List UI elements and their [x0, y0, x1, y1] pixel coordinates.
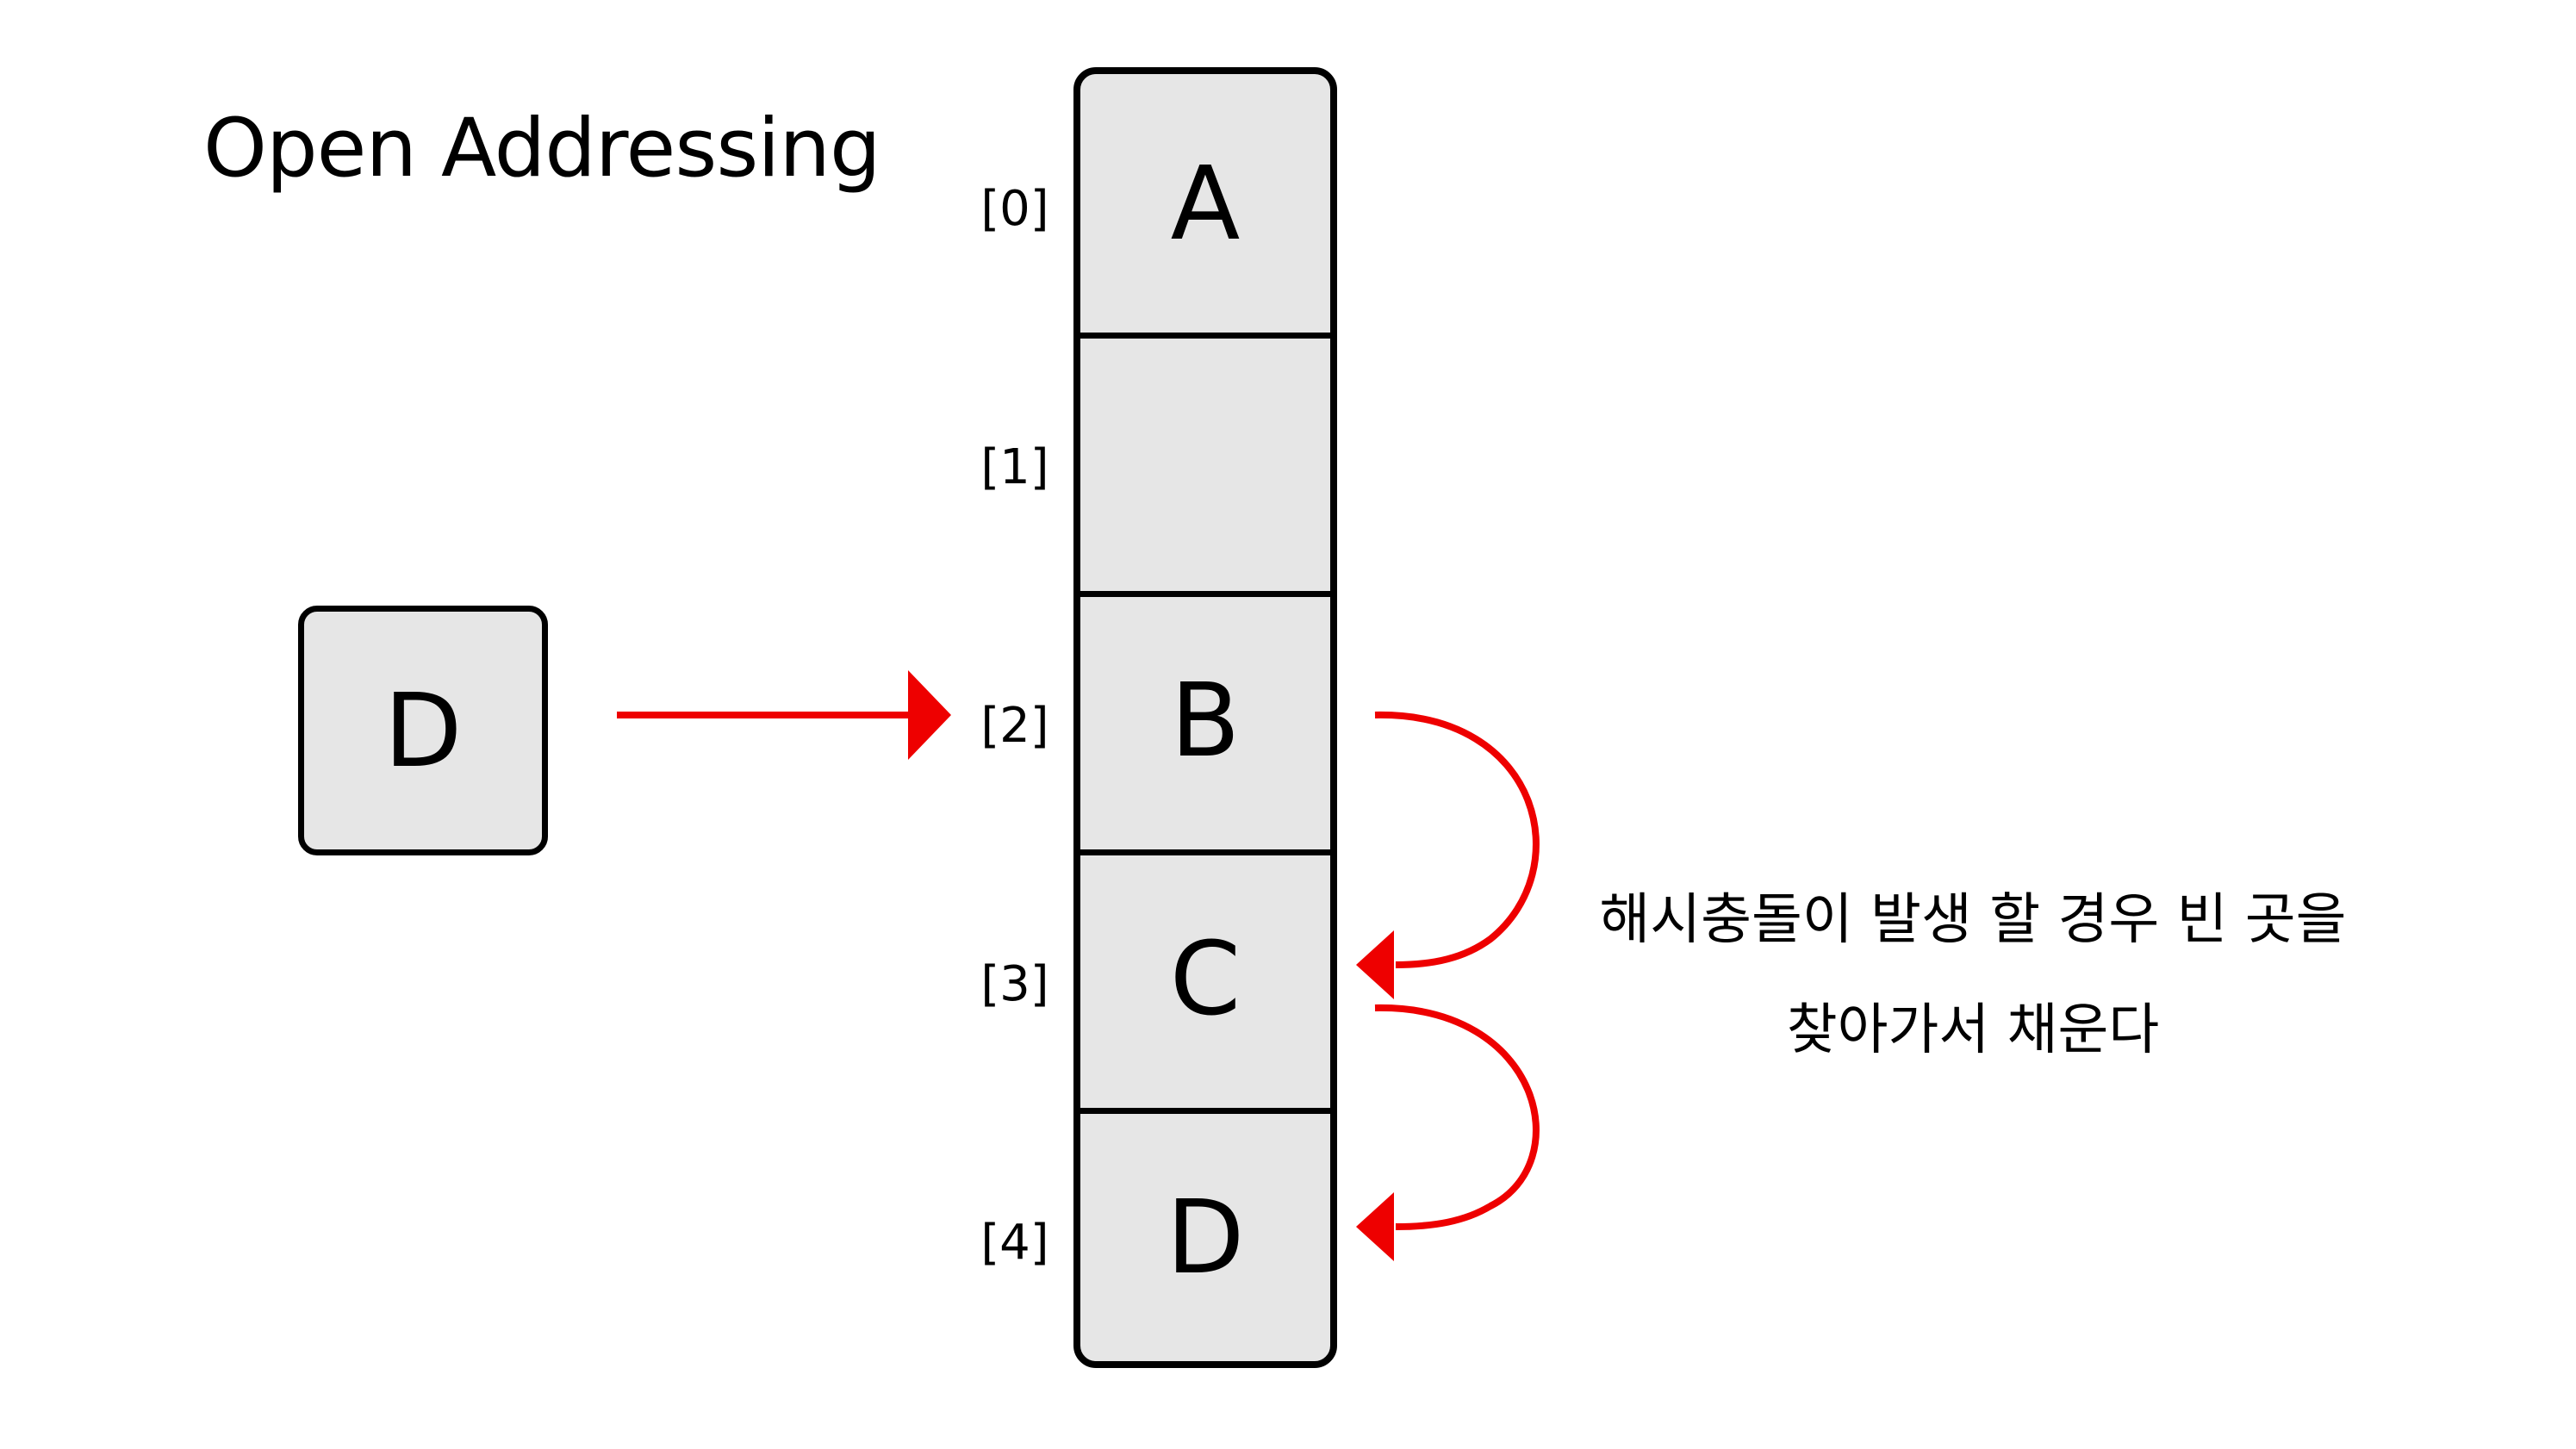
hash-table: A B C D: [1073, 67, 1337, 1368]
probe-arrow-head-c: [1356, 930, 1394, 999]
slot-index-4: [4]: [980, 1215, 1049, 1271]
input-key-label: D: [383, 671, 463, 790]
slot-index-1: [1]: [980, 439, 1049, 495]
probe-arc-b-to-c: [1374, 711, 1540, 968]
slot-index-3: [3]: [980, 956, 1049, 1012]
slot-divider: [1080, 1108, 1330, 1114]
slot-0: A: [1080, 74, 1330, 333]
note-line-1: 해시충돌이 발생 할 경우 빈 곳을: [1599, 888, 2347, 952]
probe-arrow-head-d: [1356, 1192, 1394, 1261]
slot-3-value: C: [1169, 919, 1241, 1038]
diagram-title: Open Addressing: [203, 102, 881, 196]
slot-2: B: [1080, 591, 1330, 849]
slot-2-value: B: [1170, 661, 1241, 780]
input-key-box: D: [298, 606, 548, 855]
insert-arrow-head: [908, 670, 951, 760]
slot-divider: [1080, 333, 1330, 339]
slot-divider: [1080, 849, 1330, 855]
slot-4: D: [1080, 1108, 1330, 1361]
slot-0-value: A: [1170, 144, 1241, 263]
note-line-2: 찾아가서 채운다: [1786, 998, 2160, 1062]
probe-arc-c-to-d: [1374, 1004, 1540, 1230]
slot-3: C: [1080, 849, 1330, 1108]
slot-index-2: [2]: [980, 698, 1049, 754]
slot-divider: [1080, 591, 1330, 597]
slot-4-value: D: [1166, 1178, 1245, 1297]
slot-index-0: [0]: [980, 181, 1049, 237]
